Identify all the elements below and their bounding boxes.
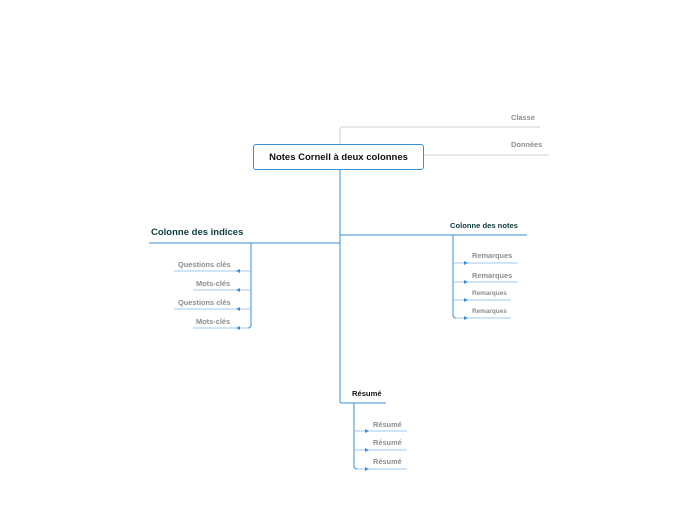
node-classe[interactable]: Classe xyxy=(511,113,535,122)
bottom-arrow-1 xyxy=(365,429,369,433)
right-arrow-1 xyxy=(464,261,468,265)
left-arrows xyxy=(236,269,240,330)
bottom-spine xyxy=(353,403,358,470)
node-right-child-4[interactable]: Remarques xyxy=(472,308,507,315)
node-left-child-4[interactable]: Mots-clés xyxy=(196,317,231,326)
node-right-child-1[interactable]: Remarques xyxy=(472,251,513,260)
node-left-child-1[interactable]: Questions clés xyxy=(178,260,231,269)
connector-classe xyxy=(339,126,540,144)
left-spine xyxy=(247,243,252,329)
right-arrow-3 xyxy=(464,298,468,302)
node-bottom-child-1[interactable]: Résumé xyxy=(373,420,402,429)
bottom-arrows xyxy=(365,429,369,471)
root-title: Notes Cornell à deux colonnes xyxy=(269,151,408,163)
node-left-child-3[interactable]: Questions clés xyxy=(178,298,231,307)
main-connectors xyxy=(149,170,527,404)
node-colonne-notes[interactable]: Colonne des notes xyxy=(450,221,518,230)
node-resume[interactable]: Résumé xyxy=(352,389,382,398)
node-right-child-3[interactable]: Remarques xyxy=(472,290,507,297)
right-arrow-2 xyxy=(464,280,468,284)
node-donnees[interactable]: Données xyxy=(511,140,543,149)
root-node[interactable]: Notes Cornell à deux colonnes xyxy=(253,144,424,170)
right-children-connectors xyxy=(452,235,518,319)
bottom-arrow-3 xyxy=(365,467,369,471)
left-arrow-3 xyxy=(236,307,240,311)
right-arrows xyxy=(464,261,468,320)
right-spine xyxy=(452,235,457,319)
left-arrow-1 xyxy=(236,269,240,273)
left-arrow-2 xyxy=(236,288,240,292)
node-right-child-2[interactable]: Remarques xyxy=(472,271,513,280)
top-branch-connectors xyxy=(339,126,549,156)
right-arrow-4 xyxy=(464,316,468,320)
left-arrow-4 xyxy=(236,326,240,330)
bottom-arrow-2 xyxy=(365,448,369,452)
node-bottom-child-2[interactable]: Résumé xyxy=(373,438,402,447)
trunk-line xyxy=(339,170,386,404)
node-bottom-child-3[interactable]: Résumé xyxy=(373,457,402,466)
node-colonne-indices[interactable]: Colonne des indices xyxy=(151,227,244,238)
node-left-child-2[interactable]: Mots-clés xyxy=(196,279,231,288)
